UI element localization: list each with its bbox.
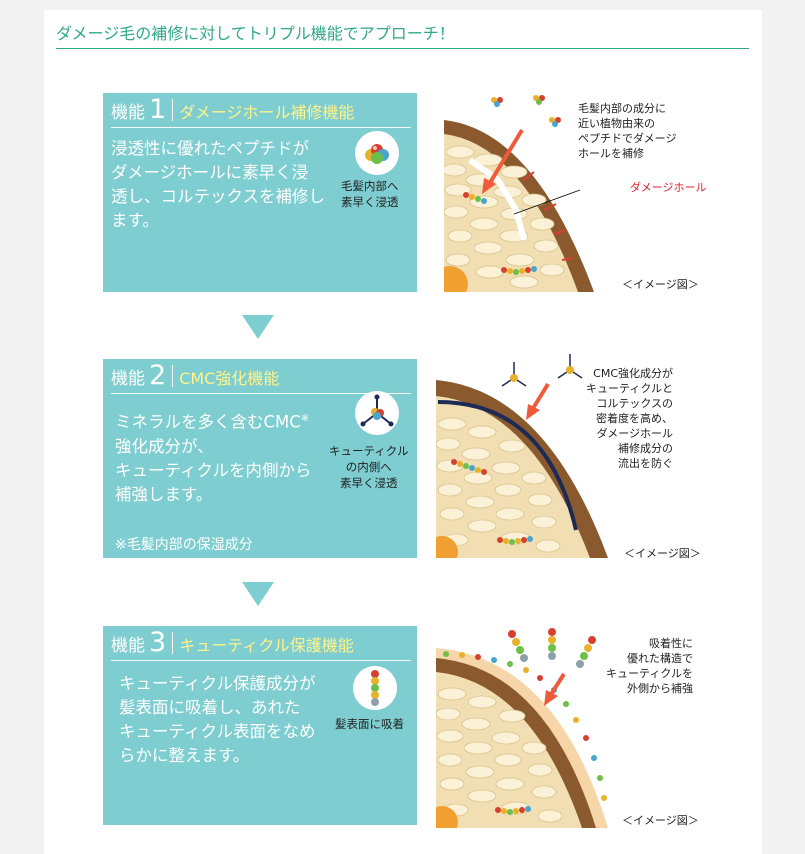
function-label: 機能 [111, 369, 145, 389]
icon-caption: 毛髪内部へ 素早く浸透 [341, 178, 399, 210]
description-line: ます。 [111, 211, 159, 230]
function-3-title: 機能 3 キューティクル保護機能 [111, 628, 354, 658]
title-separator [172, 632, 174, 654]
function-number: 2 [149, 360, 167, 391]
function-label: 機能 [111, 636, 145, 656]
label-line: 密着度を高め、 [596, 412, 674, 425]
description-line: ミネラルを多く含むCMC※ [115, 407, 312, 435]
peptide-cluster-icon [355, 131, 399, 175]
description-line: キューティクル表面をなめ [119, 722, 316, 741]
description-line: ダメージホールに素早く浸 [111, 163, 309, 182]
label-line: 吸着性に [649, 637, 694, 650]
label-line: 近い植物由来の [578, 117, 655, 130]
illustration-1-labels: 毛髪内部の成分に 近い植物由来の ペプチドでダメージ ホールを補修 [578, 101, 676, 161]
icon-caption: キューティクル の内側へ 素早く浸透 [329, 443, 408, 491]
label-line: ダメージホール [596, 427, 674, 440]
bead-chain-icon [353, 666, 397, 710]
down-arrow-icon [242, 582, 274, 606]
label-line: キューティクルを [606, 667, 694, 680]
function-label: 機能 [111, 103, 145, 123]
label-line: ペプチドでダメージ [578, 132, 677, 145]
description-line: 強化成分が、 [115, 436, 214, 456]
label-line: 流出を防ぐ [618, 457, 674, 470]
description-line: キューティクルを内側から [115, 460, 312, 480]
description-text: ミネラルを多く含むCMC [115, 412, 301, 432]
label-line: キューティクルと [586, 382, 674, 395]
image-caption: ＜イメージ図＞ [624, 547, 701, 560]
cuticle-protection-illustration [436, 626, 612, 828]
illustration-3-labels: 吸着性に 優れた構造で キューティクルを 外側から補強 [606, 636, 693, 696]
description-line: 補強します。 [115, 484, 213, 504]
description-line: 浸透性に優れたペプチドが [111, 139, 309, 158]
caption-line: キューティクル [329, 444, 409, 458]
illustration-2-labels: CMC強化成分が キューティクルと コルテックスの 密着度を高め、 ダメージホー… [586, 366, 673, 471]
label-line: ホールを補修 [578, 147, 644, 160]
function-name: ダメージホール補修機能 [179, 103, 355, 122]
title-separator [172, 99, 174, 121]
title-underline [111, 660, 411, 661]
description-line: 髪表面に吸着し、あれた [119, 698, 301, 717]
caption-line: 髪表面に吸着 [335, 717, 404, 731]
damage-hole-illustration [444, 90, 614, 292]
function-name: CMC強化機能 [179, 369, 280, 388]
description-line: らかに整えます。 [119, 746, 250, 765]
function-1-box: 機能 1 ダメージホール補修機能 浸透性に優れたペプチドが ダメージホールに素早… [103, 93, 417, 292]
label-line: 外側から補強 [627, 682, 694, 695]
label-line: 補修成分の [618, 442, 674, 455]
label-line: 優れた構造で [627, 652, 694, 665]
title-underline [111, 393, 411, 394]
footnote-mark: ※ [300, 413, 310, 424]
description-line: キューティクル保護成分が [119, 674, 316, 693]
caption-line: 毛髪内部へ [341, 179, 399, 193]
image-caption: ＜イメージ図＞ [622, 814, 699, 827]
down-arrow-icon [242, 315, 274, 339]
function-name: キューティクル保護機能 [179, 636, 354, 655]
section-heading: ダメージ毛の補修に対してトリプル機能でアプローチ！ [56, 24, 455, 43]
function-number: 3 [149, 627, 167, 658]
heading-divider [56, 48, 749, 49]
function-1-title: 機能 1 ダメージホール補修機能 [111, 95, 354, 125]
function-number: 1 [149, 94, 167, 125]
title-underline [111, 127, 411, 128]
image-caption: ＜イメージ図＞ [622, 278, 699, 291]
cmc-illustration [436, 350, 612, 558]
cmc-tripod-icon [355, 391, 399, 435]
damage-hole-marker: ダメージホール [630, 181, 707, 194]
function-2-description: ミネラルを多く含むCMC※ 強化成分が、 キューティクルを内側から 補強します。 [115, 407, 312, 507]
icon-caption: 髪表面に吸着 [335, 716, 404, 732]
caption-line: 素早く浸透 [339, 476, 398, 490]
footnote: ※毛髪内部の保湿成分 [115, 537, 253, 553]
function-3-box: 機能 3 キューティクル保護機能 キューティクル保護成分が 髪表面に吸着し、あれ… [103, 626, 417, 825]
function-2-title: 機能 2 CMC強化機能 [111, 361, 279, 391]
label-line: 毛髪内部の成分に [578, 102, 666, 115]
title-separator [172, 365, 174, 387]
label-line: CMC強化成分が [593, 367, 674, 380]
description-line: 透し、コルテックスを補修し [111, 187, 326, 206]
caption-line: 素早く浸透 [341, 195, 399, 209]
function-1-description: 浸透性に優れたペプチドが ダメージホールに素早く浸 透し、コルテックスを補修し … [111, 137, 325, 233]
function-2-box: 機能 2 CMC強化機能 ミネラルを多く含むCMC※ 強化成分が、 キューティク… [103, 359, 417, 558]
label-line: コルテックスの [596, 397, 674, 410]
caption-line: の内側へ [345, 460, 392, 474]
function-3-description: キューティクル保護成分が 髪表面に吸着し、あれた キューティクル表面をなめ らか… [119, 672, 316, 768]
